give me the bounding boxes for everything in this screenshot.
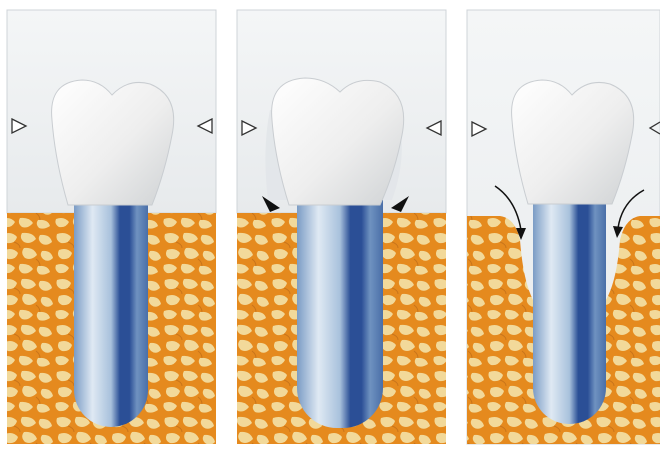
panel-3	[467, 10, 660, 444]
panel-2-implant-top	[297, 200, 383, 240]
panel-3-crown	[512, 80, 634, 204]
panel-1	[7, 10, 216, 444]
panel-2	[237, 10, 446, 444]
panel-1-crown	[52, 80, 174, 205]
panel-2-crown	[272, 78, 404, 205]
panel-1-implant-top	[74, 203, 148, 243]
panel-3-implant-top	[533, 202, 606, 242]
